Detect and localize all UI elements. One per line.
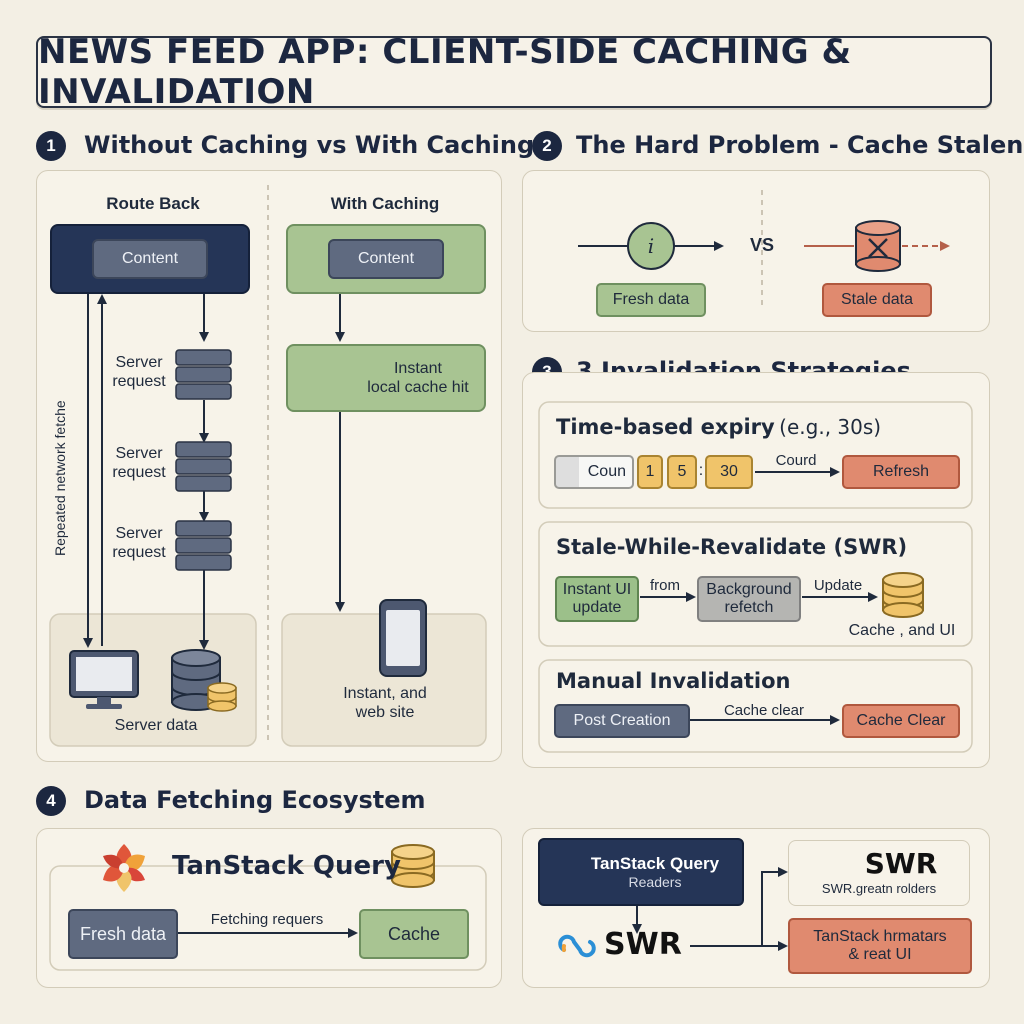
swr-big-label: SWR bbox=[604, 927, 682, 962]
time-expiry-title-row: Time-based expiry (e.g., 30s) bbox=[556, 415, 881, 439]
swr-arrow-label-1: from bbox=[650, 577, 680, 594]
without-caching-header: Route Back bbox=[106, 194, 200, 213]
tanstack-readers-card: TanStack Query Readers bbox=[538, 838, 744, 906]
repeated-fetch-label: Repeated network fetche bbox=[52, 400, 68, 556]
server-data-label: Server data bbox=[114, 717, 198, 734]
server-stack-icon-2 bbox=[175, 441, 232, 492]
countdown-counter: Coun bbox=[554, 455, 634, 489]
device-label: Instant, and web site bbox=[343, 685, 427, 722]
swr-title: Stale-While-Revalidate (SWR) bbox=[556, 535, 908, 559]
countdown-colon: : bbox=[698, 462, 704, 479]
fresh-data-badge: Fresh data bbox=[596, 283, 706, 317]
page-title-box: NEWS FEED APP: CLIENT-SIDE CACHING & INV… bbox=[36, 32, 992, 112]
tanstack-logo-icon bbox=[103, 844, 145, 892]
ecosystem-cache: Cache bbox=[359, 909, 469, 959]
cache-hit-label: Instant local cache hit bbox=[367, 359, 469, 396]
manual-step-cache-clear: Cache Clear bbox=[842, 704, 960, 738]
without-content-card: Content bbox=[50, 224, 250, 294]
ecosystem-fresh-data: Fresh data bbox=[68, 909, 178, 959]
server-request-label-1: Server request bbox=[112, 354, 166, 391]
section-2-title: The Hard Problem - Cache Staleness bbox=[576, 131, 1024, 159]
coin-stack-icon bbox=[207, 682, 237, 712]
monitor-icon bbox=[69, 650, 139, 709]
stale-cache-icon bbox=[855, 220, 901, 272]
swr-card-sub: SWR.greatn rolders bbox=[821, 880, 937, 896]
tanstack-readers-title: TanStack Query bbox=[590, 854, 720, 874]
swr-cache-icon bbox=[882, 572, 924, 618]
swr-step-instant: Instant UI update bbox=[555, 576, 639, 622]
countdown-seconds: 30 bbox=[705, 455, 753, 489]
ecosystem-arrow-label: Fetching requers bbox=[210, 911, 324, 928]
swr-arrow-label-2: Update bbox=[813, 577, 863, 594]
manual-arrow-label: Cache clear bbox=[723, 702, 805, 719]
countdown-digit-2: 5 bbox=[667, 455, 697, 489]
section-4-title: Data Fetching Ecosystem bbox=[84, 786, 426, 814]
info-icon bbox=[627, 222, 675, 270]
countdown-digit-1: 1 bbox=[637, 455, 663, 489]
manual-title: Manual Invalidation bbox=[556, 669, 791, 693]
server-request-label-3: Server request bbox=[112, 525, 166, 562]
swr-logo-icon bbox=[558, 934, 596, 958]
vs-label: VS bbox=[749, 235, 774, 255]
manual-step-post: Post Creation bbox=[554, 704, 690, 738]
server-request-label-2: Server request bbox=[112, 445, 166, 482]
tanstack-ui-card: TanStack hrmatars & reat UI bbox=[788, 918, 972, 974]
swr-card-title: SWR bbox=[864, 846, 938, 880]
phone-icon bbox=[379, 599, 427, 677]
time-expiry-title: Time-based expiry bbox=[556, 415, 775, 439]
time-expiry-suffix: (e.g., 30s) bbox=[779, 415, 882, 439]
server-stack-icon-1 bbox=[175, 349, 232, 400]
with-caching-header: With Caching bbox=[330, 194, 440, 213]
server-stack-icon-3 bbox=[175, 520, 232, 571]
section-1-number: 1 bbox=[36, 131, 66, 161]
tanstack-readers-sub: Readers bbox=[628, 873, 682, 890]
swr-result-label: Cache , and UI bbox=[848, 622, 956, 639]
time-arrow-label: Courd bbox=[775, 452, 817, 469]
page-title: NEWS FEED APP: CLIENT-SIDE CACHING & INV… bbox=[38, 32, 852, 112]
stale-data-badge: Stale data bbox=[822, 283, 932, 317]
arrow-swr-to-swrcard bbox=[690, 867, 788, 947]
section-4-number: 4 bbox=[36, 786, 66, 816]
section-1-title: Without Caching vs With Caching bbox=[84, 131, 535, 159]
refresh-action: Refresh bbox=[842, 455, 960, 489]
cache-hit-card: Instant local cache hit bbox=[286, 344, 486, 412]
without-content-button[interactable]: Content bbox=[92, 239, 208, 279]
swr-info-card: SWR SWR.greatn rolders bbox=[788, 840, 970, 906]
section-2-number: 2 bbox=[532, 131, 562, 161]
info-icon-glyph: i bbox=[647, 234, 655, 258]
swr-step-refetch: Background refetch bbox=[697, 576, 801, 622]
tanstack-brand-label: TanStack Query bbox=[172, 851, 401, 881]
with-content-button[interactable]: Content bbox=[328, 239, 444, 279]
with-content-card: Content bbox=[286, 224, 486, 294]
ecosystem-cache-icon bbox=[391, 844, 435, 888]
